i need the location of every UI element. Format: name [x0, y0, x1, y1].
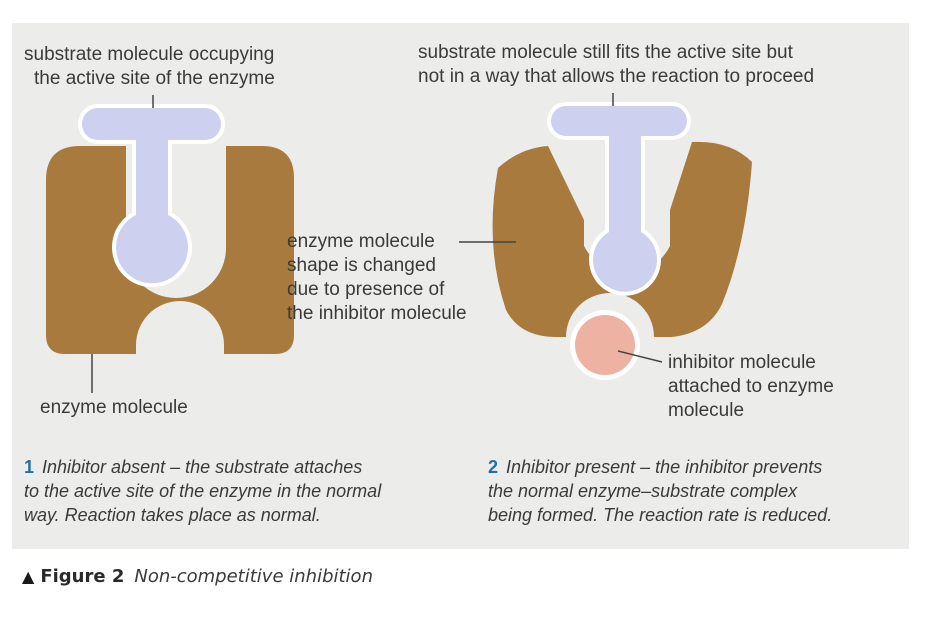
figure-title: Non-competitive inhibition — [134, 566, 373, 587]
inhibitor-molecule — [575, 315, 635, 375]
figure-number: Figure 2 — [40, 566, 124, 587]
label-substrate-occupying: substrate molecule occupying the active … — [24, 43, 275, 91]
label-inhibitor-molecule: inhibitor molecule attached to enzyme mo… — [668, 351, 834, 423]
figure-caption: ▲ Figure 2 Non-competitive inhibition — [22, 566, 373, 587]
triangle-marker-icon: ▲ — [22, 567, 34, 586]
label-enzyme-molecule: enzyme molecule — [40, 396, 188, 420]
caption-1-number: 1 — [24, 457, 34, 477]
label-substrate-still-fits: substrate molecule still fits the active… — [418, 41, 814, 89]
caption-2-number: 2 — [488, 457, 498, 477]
label-shape-changed: enzyme molecule shape is changed due to … — [287, 230, 467, 326]
